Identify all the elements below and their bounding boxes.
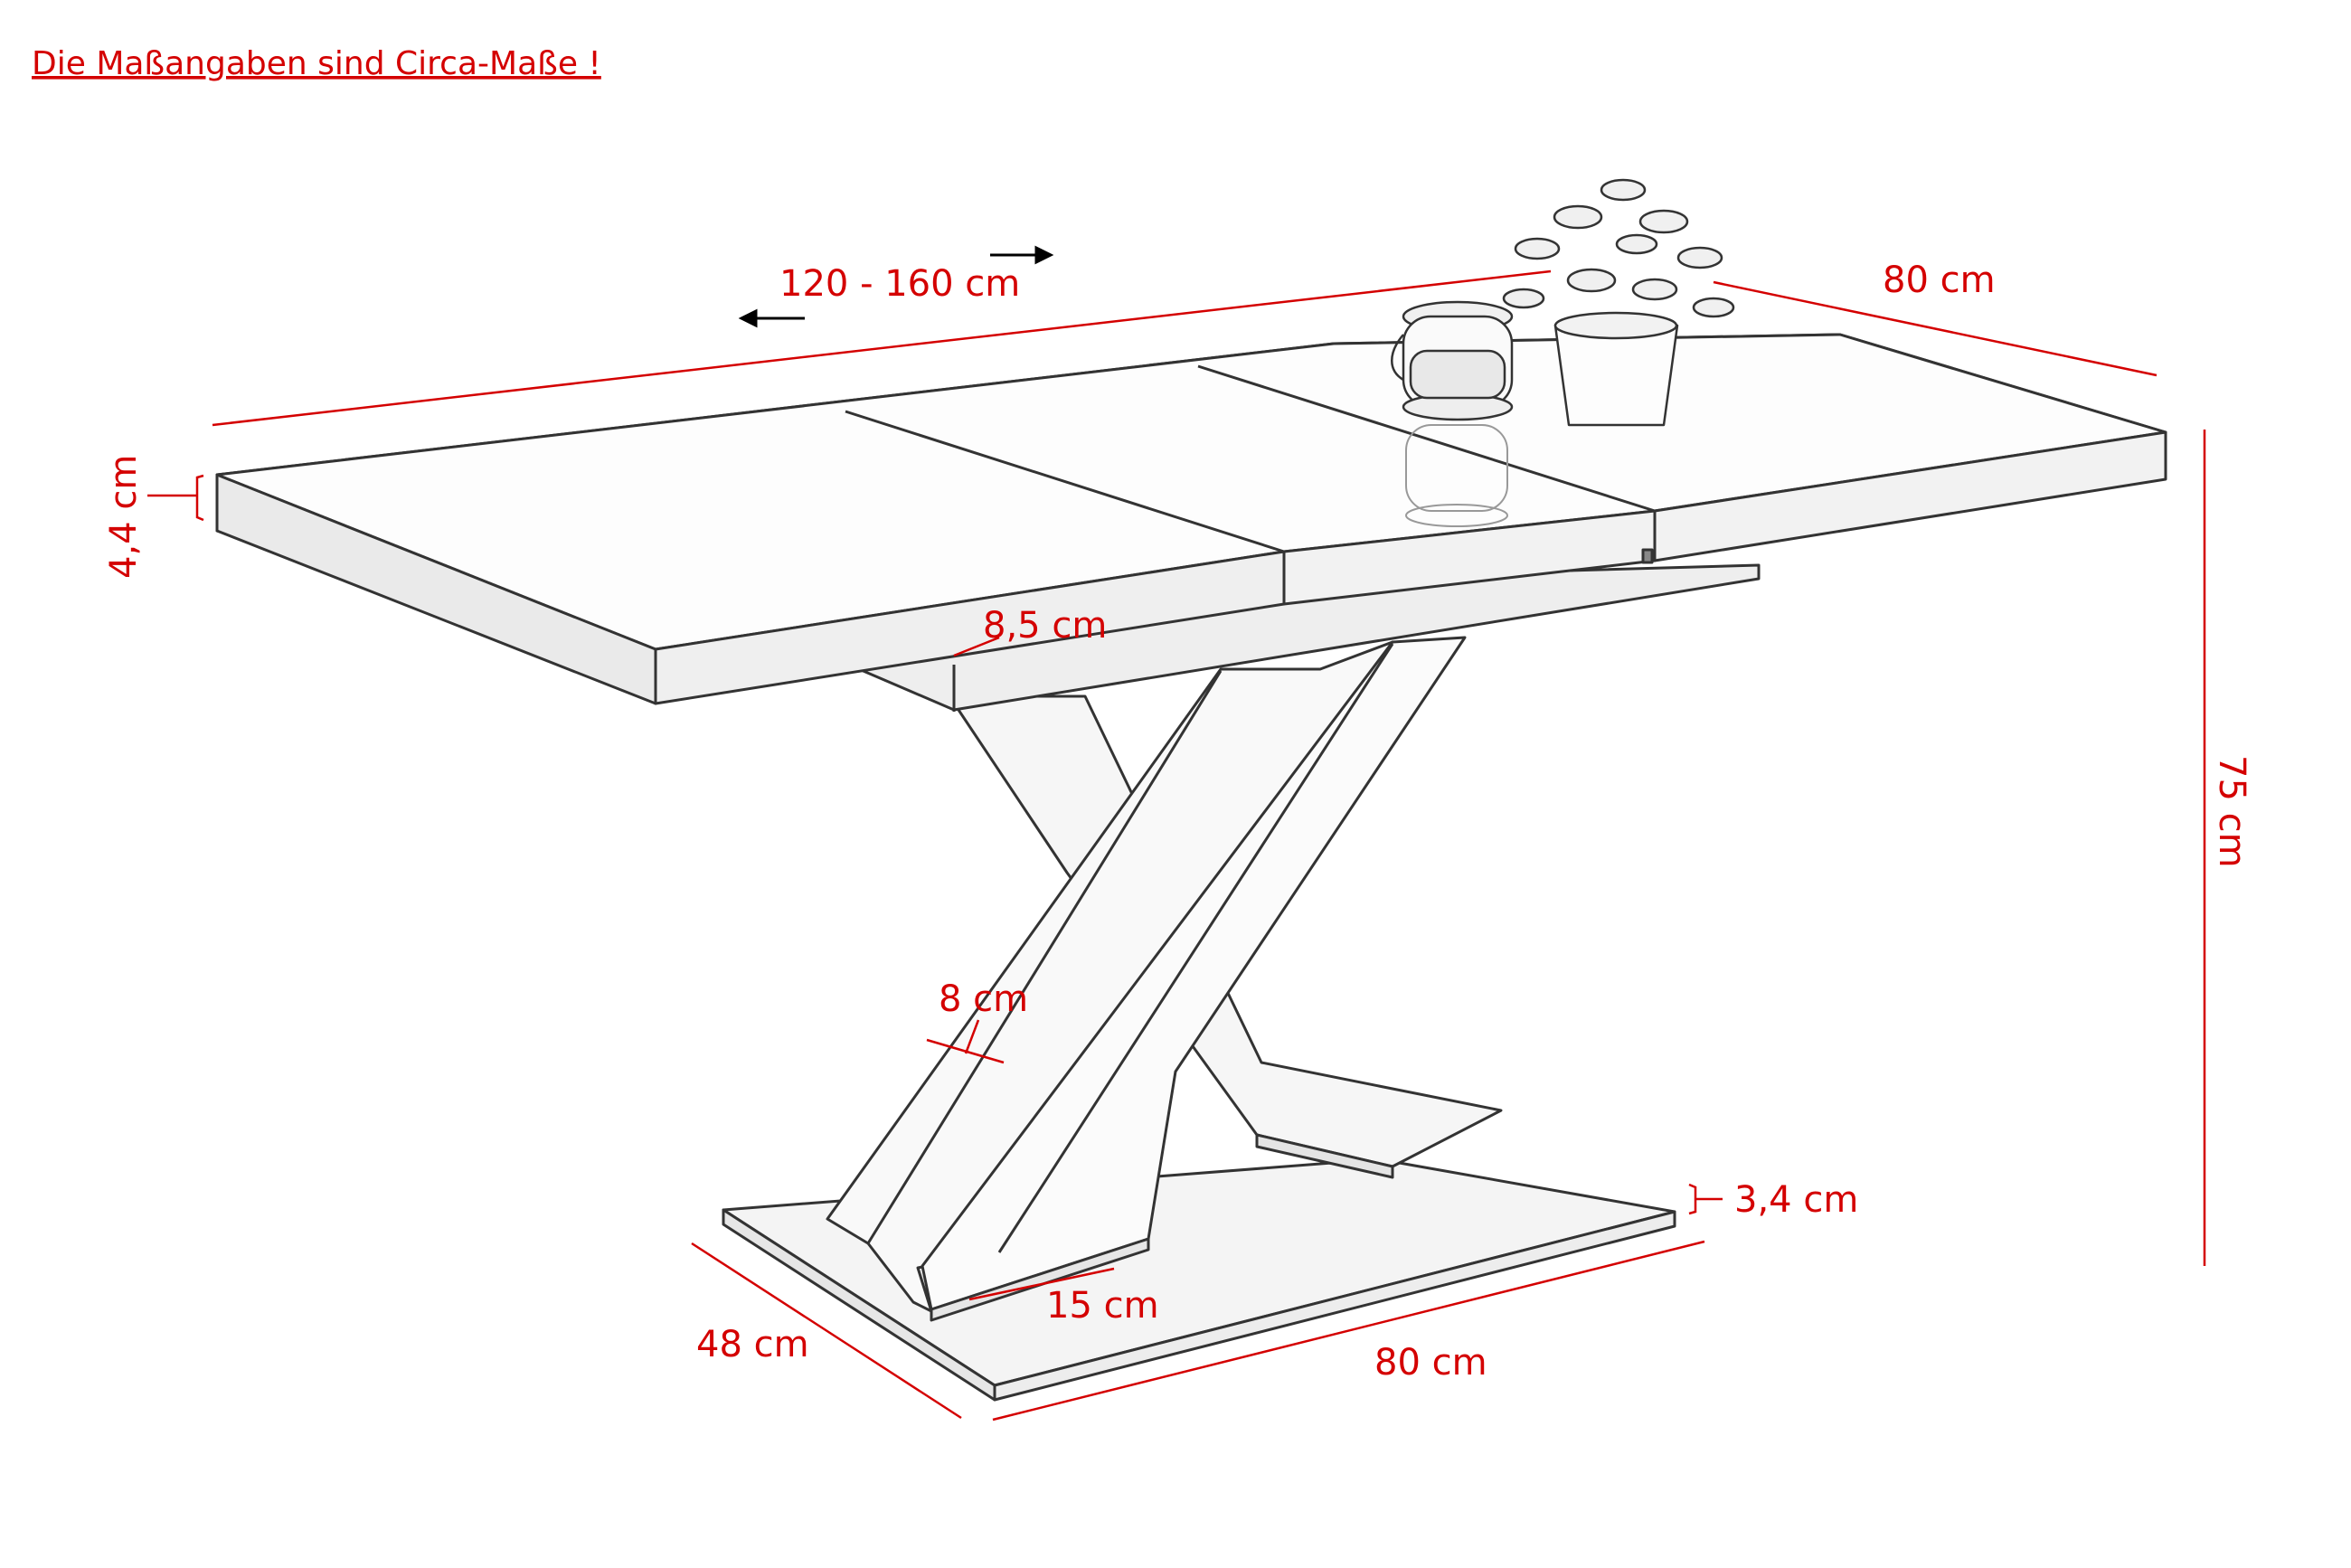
arrow-left-icon [738, 308, 758, 328]
label-frame-height: 8,5 cm [983, 605, 1107, 647]
label-table-height: 75 cm [2211, 755, 2252, 868]
dim-line-tabletop-length [212, 269, 1552, 427]
labels: Die Maßangaben sind Circa-Maße ! 120 - 1… [32, 45, 2252, 1384]
plant-illustration [1502, 178, 1735, 427]
disclaimer-note: Die Maßangaben sind Circa-Maße ! [32, 45, 601, 82]
label-tabletop-depth: 80 cm [1883, 260, 1996, 301]
dim-line-tabletop-depth [1713, 280, 2157, 377]
label-tabletop-thickness: 4,4 cm [103, 455, 145, 579]
label-leg-thickness: 8 cm [939, 978, 1028, 1020]
label-base-width: 80 cm [1374, 1342, 1487, 1384]
dim-line-base-depth [691, 1242, 962, 1420]
dim-line-base-width [992, 1240, 1705, 1422]
label-tabletop-length: 120 - 160 cm [779, 263, 1020, 305]
dim-bracket-base [1688, 1183, 1723, 1215]
extension-arrows [738, 245, 1054, 328]
label-base-thickness: 3,4 cm [1734, 1179, 1858, 1221]
tabletop [215, 333, 2167, 705]
jar-reflection [1405, 424, 1508, 527]
dim-line-frame [953, 636, 1000, 657]
label-base-depth: 48 cm [696, 1324, 809, 1365]
arrow-right-icon [1034, 245, 1054, 265]
dim-line-leg-thickness-leader [964, 1019, 980, 1054]
dim-line-leg-thickness [926, 1038, 1005, 1064]
dim-line-leg-width [968, 1267, 1115, 1301]
table-drawing [215, 178, 2167, 1402]
dimension-lines [147, 269, 2206, 1422]
dim-bracket-thickness [147, 474, 204, 522]
label-leg-width: 15 cm [1046, 1285, 1159, 1327]
jar-illustration [1391, 300, 1514, 421]
x-leg-front [826, 636, 1467, 1322]
